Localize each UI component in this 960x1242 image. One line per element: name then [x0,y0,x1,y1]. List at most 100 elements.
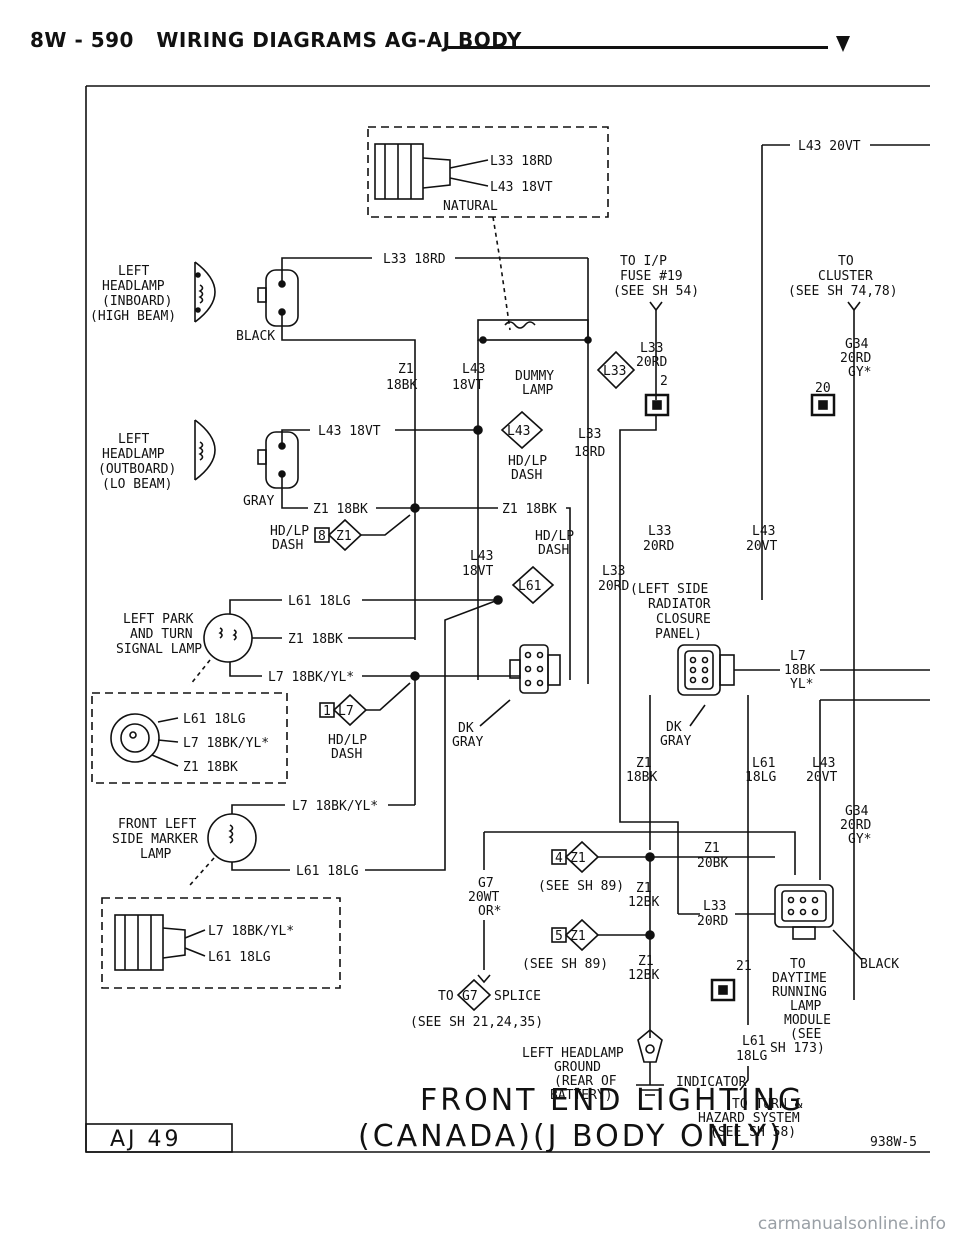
fuse-line3: (SEE SH 54) [613,284,699,299]
label-l61-rad: L61 [752,756,775,771]
label-20rd-rad: 20RD [643,539,674,554]
label-l43-mid: L43 [470,549,493,564]
ground-line2: GROUND [554,1060,601,1075]
marker-connector-icon [114,914,206,971]
radiator-line2: RADIATOR [648,597,711,612]
l33-tag-icon [596,350,636,390]
label-to-g7: TO [438,989,454,1004]
label-12bk-a: 12BK [628,895,659,910]
label-l33-lower: L33 [602,564,625,579]
splice-z1-5 [645,930,655,940]
cluster-line3: (SEE SH 74,78) [788,284,898,299]
wire-z1-tag [361,514,411,536]
label-hdlp-z1: HD/LP [270,524,309,539]
leader-black-drl [832,929,863,961]
wire-l43-right [819,699,930,880]
label-z1-tag: Z1 [336,529,352,544]
label-z1-tag-4: Z1 [570,851,586,866]
hi-beam-line4: (HIGH BEAM) [90,309,176,324]
label-l33-tag: L33 [603,364,626,379]
label-18lg-rad: 18LG [745,770,776,785]
hi-beam-connector-icon [257,269,299,327]
label-dash-l7: DASH [331,747,362,762]
label-20rd-drl: 20RD [697,914,728,929]
lamp-connector-box [91,692,288,784]
label-hdlp-l61: HD/LP [535,529,574,544]
dummy-lamp-icon [477,319,592,344]
cluster-connector-pin [818,400,828,410]
label-yl-rad: YL* [790,677,813,692]
cluster-arrow-icon [847,301,861,312]
indicator-connector-pin [718,985,728,995]
lamp-socket-icon [110,713,179,767]
drl-line5: MODULE [784,1013,831,1028]
wire-l61-park [229,599,282,614]
label-20vt-right: 20VT [806,770,837,785]
wire-l33-20rd [619,415,679,914]
label-18lg-ind: 18LG [736,1049,767,1064]
footer-title-line1: FRONT END LIGHTING [420,1083,804,1118]
leader-line [492,216,511,331]
label-18rd-rd: 18RD [574,445,605,460]
marker-connector-box [101,897,341,989]
sheet-id: AJ 49 [110,1127,182,1152]
indicator-arrow-icon [739,1066,749,1091]
label-20rd-g34-low: 20RD [840,818,871,833]
label-cavity-1: 1 [323,704,331,719]
ground-line1: LEFT HEADLAMP [522,1046,624,1061]
indicator-connector-icon [710,978,736,1002]
wire-l7-tag [366,682,411,711]
natural-connector-icon [374,143,489,200]
label-g34-top: G34 [845,337,869,352]
label-l43-tag: L43 [507,424,530,439]
label-l43-18vt-top: L43 18VT [490,180,553,195]
ground-line3: (REAR OF [554,1074,617,1089]
label-l33-18rd-top: L33 18RD [490,154,553,169]
label-l43-18vt-lo: L43 18VT [318,424,381,439]
splice-z1 [410,503,420,513]
natural-connector-box [367,126,609,218]
label-l43-rad: L43 [752,524,775,539]
l43-tag-icon [500,410,544,450]
label-l43-20vt-top: L43 20VT [798,139,861,154]
label-l7-box: L7 18BK/YL* [183,736,269,751]
wire-z1-lo [281,474,308,509]
label-l33-rad: L33 [648,524,671,539]
label-hdlp-l7: HD/LP [328,733,367,748]
wire-g7-top [484,831,796,875]
lo-beam-line1: LEFT [118,432,149,447]
fuse-line2: FUSE #19 [620,269,683,284]
label-black-hi: BLACK [236,329,275,344]
ground-line4: BATTERY) [550,1088,613,1103]
label-l7-lower-box: L7 18BK/YL* [208,924,294,939]
lo-beam-line3: (OUTBOARD) [98,462,176,477]
sheet-id-box [85,1123,233,1153]
marker-line3: LAMP [140,847,171,862]
label-pin-21: 21 [736,959,752,974]
wire-l7-park [229,662,262,677]
figure-code: 938W-5 [870,1135,917,1150]
label-z1-hi: Z1 [398,362,414,377]
label-dk-left: DK [458,721,474,736]
label-l61-tag: L61 [518,579,541,594]
page-code: 8W - 590 [30,28,134,52]
wire-z1-hi [281,312,416,640]
lo-beam-line2: HEADLAMP [102,447,165,462]
label-18vt-dummy: 18VT [452,378,483,393]
leader-dk-right [689,704,706,727]
radiator-connector-icon [677,644,735,696]
park-turn-line2: AND TURN [130,627,193,642]
label-g7: G7 [478,876,494,891]
hi-beam-line3: (INBOARD) [102,294,172,309]
hazard-line3: (SEE SH 58) [710,1125,796,1140]
drl-line2: DAYTIME [772,971,827,986]
drl-line1: TO [790,957,806,972]
label-l61-ind: L61 [742,1034,765,1049]
label-cavity-5: 5 [555,929,563,944]
label-18bk-rad: 18BK [784,663,815,678]
fuse-arrow-icon [649,301,663,312]
radiator-line4: PANEL) [655,627,702,642]
g7-tag-icon [456,978,492,1012]
